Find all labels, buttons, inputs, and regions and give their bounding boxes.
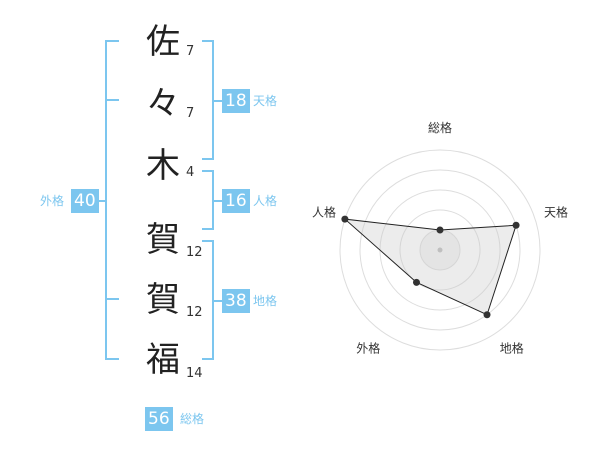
radar-center-dot bbox=[437, 247, 443, 253]
radar-grid-ring bbox=[339, 149, 541, 351]
radar-grid bbox=[339, 149, 541, 351]
radar-point bbox=[341, 215, 349, 223]
soukaku-label: 総格 bbox=[180, 412, 205, 426]
stroke-count-2: 7 bbox=[186, 106, 195, 121]
name-char-6: 福 bbox=[146, 340, 180, 380]
chikaku-value: 38 bbox=[222, 289, 250, 313]
stroke-count-4: 12 bbox=[186, 245, 203, 260]
name-char-1: 佐 bbox=[146, 22, 180, 62]
radar-axis-label: 地格 bbox=[500, 341, 524, 356]
gaikaku-label: 外格 bbox=[40, 194, 65, 208]
gaikaku-value: 40 bbox=[71, 189, 99, 213]
gaikaku-bracket bbox=[105, 40, 119, 360]
radar-point bbox=[436, 226, 444, 234]
jinkaku-value: 16 bbox=[222, 189, 250, 213]
tenkaku-value: 18 bbox=[222, 89, 250, 113]
name-char-3: 木 bbox=[146, 146, 180, 186]
gaikaku-bracket-tick bbox=[105, 99, 119, 101]
radar-point bbox=[412, 278, 420, 286]
jinkaku-bracket-connector bbox=[214, 200, 222, 202]
chikaku-label: 地格 bbox=[253, 294, 278, 308]
chikaku-bracket bbox=[202, 240, 214, 360]
tenkaku-label: 天格 bbox=[253, 94, 278, 108]
name-char-5: 賀 bbox=[146, 280, 180, 320]
radar-grid-ring bbox=[399, 209, 481, 291]
name-char-4: 賀 bbox=[146, 220, 180, 260]
stroke-count-1: 7 bbox=[186, 44, 195, 59]
gaikaku-bracket-tick bbox=[105, 298, 119, 300]
radar-grid-ring bbox=[359, 169, 521, 331]
stroke-count-3: 4 bbox=[186, 165, 195, 180]
tenkaku-bracket bbox=[202, 40, 214, 160]
name-char-2: 々 bbox=[146, 84, 180, 124]
stroke-count-6: 14 bbox=[186, 366, 203, 381]
radar-axis-label: 人格 bbox=[312, 204, 336, 219]
stroke-count-5: 12 bbox=[186, 305, 203, 320]
radar-point bbox=[512, 221, 520, 229]
radar-points bbox=[341, 215, 520, 319]
chikaku-bracket-connector bbox=[214, 300, 222, 302]
jinkaku-label: 人格 bbox=[253, 194, 278, 208]
radar-axis-label: 外格 bbox=[356, 341, 380, 356]
soukaku-value: 56 bbox=[145, 407, 173, 431]
radar-axis-label: 天格 bbox=[544, 204, 568, 219]
tenkaku-bracket-connector bbox=[214, 100, 222, 102]
radar-point bbox=[483, 311, 491, 319]
radar-series-area bbox=[343, 218, 517, 316]
radar-axis-label: 総格 bbox=[428, 120, 452, 135]
jinkaku-bracket bbox=[202, 170, 214, 230]
